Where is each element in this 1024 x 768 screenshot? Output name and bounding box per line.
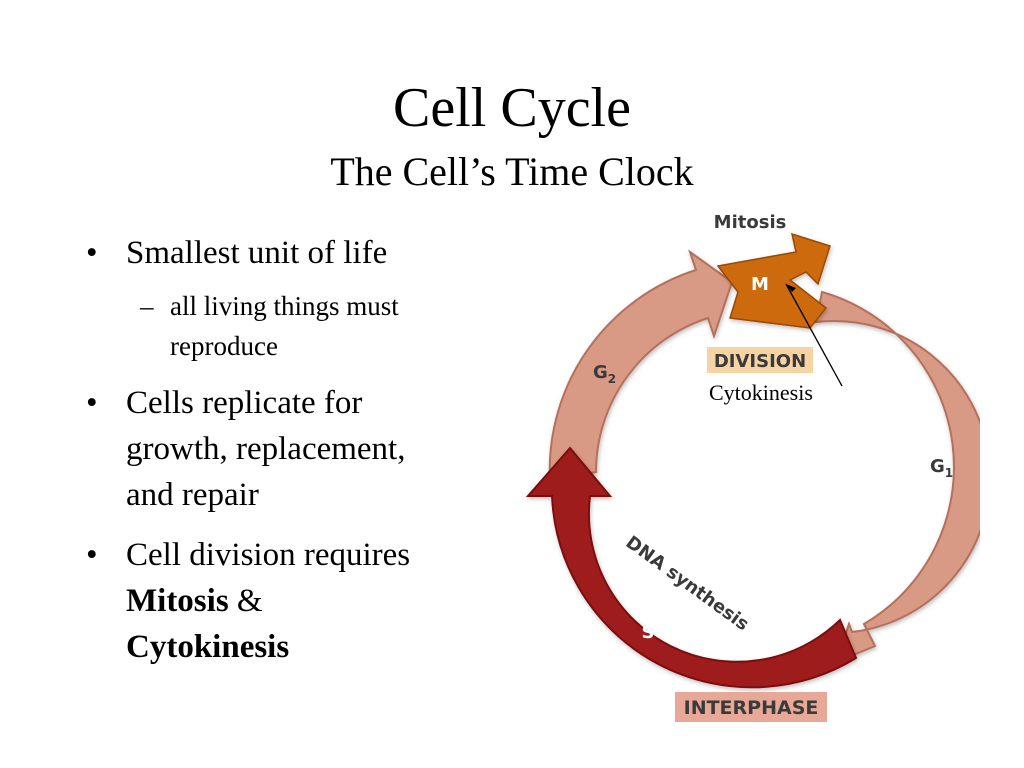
sub-bullet-text: all living things must reproduce: [170, 286, 399, 366]
g1-arc: [814, 290, 980, 664]
pointer-arrowhead: [786, 284, 796, 292]
bullet-text: Cells replicate for growth, replacement,…: [126, 380, 405, 518]
bullet-line: Mitosis &: [126, 578, 410, 624]
g2-label: G2: [593, 362, 616, 386]
s-phase-arc: [525, 446, 858, 689]
division-label: DIVISION: [714, 351, 806, 372]
cytokinesis-label: Cytokinesis: [709, 380, 813, 405]
cytokinesis-term: Cytokinesis: [126, 629, 290, 665]
slide-title: Cell Cycle: [393, 77, 631, 139]
ampersand: &: [228, 583, 263, 619]
bullet-line: growth, replacement,: [126, 431, 406, 467]
g2-arc: [548, 249, 734, 482]
bullet-dot: •: [86, 537, 98, 573]
mitosis-term: Mitosis: [126, 583, 229, 619]
mitosis-label: Mitosis: [714, 212, 787, 233]
m-phase-arrow: [716, 232, 831, 329]
bullet-text: Cell division requires Mitosis & Cytokin…: [126, 532, 410, 670]
interphase-label: INTERPHASE: [684, 697, 819, 719]
bullet-dot: •: [86, 235, 98, 271]
m-label: M: [751, 274, 769, 295]
g1-label: G1: [930, 456, 953, 480]
bullet-line: and repair: [126, 477, 259, 513]
interphase-badge: [675, 692, 827, 722]
dna-synthesis-label: DNA synthesis: [622, 532, 753, 635]
division-badge: [707, 347, 813, 373]
bullet-line: Cells replicate for: [126, 385, 363, 421]
s-label: S: [642, 622, 655, 643]
sub-bullet-line: all living things must: [170, 291, 399, 321]
bullet-line: Cell division requires: [126, 537, 411, 573]
cytokinesis-pointer: [785, 283, 843, 387]
cell-cycle-diagram: Mitosis M DIVISION Cytokinesis G2 Second…: [525, 212, 980, 722]
bullet-text: Smallest unit of life: [126, 235, 388, 271]
first-gap-label: First gap: [881, 425, 911, 518]
sub-bullet-line: reproduce: [170, 331, 278, 361]
sub-bullet-dash: –: [140, 291, 154, 321]
slide-subtitle: The Cell’s Time Clock: [330, 149, 694, 194]
bullet-line: Cytokinesis: [126, 624, 410, 670]
bullet-dot: •: [86, 385, 98, 421]
